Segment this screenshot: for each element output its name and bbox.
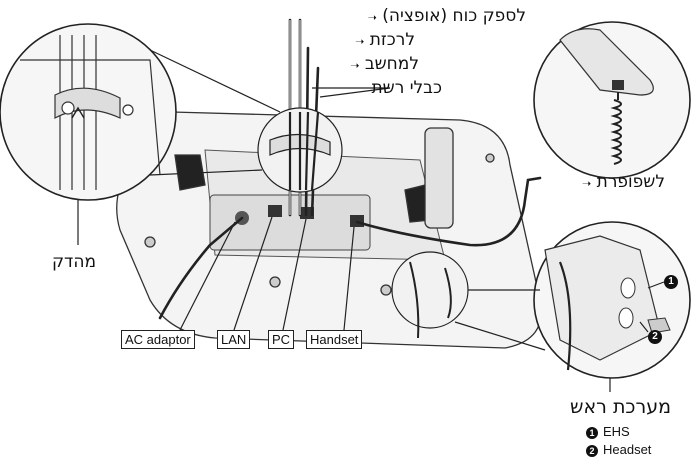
label-to-handset: לשפופרת ➝ — [582, 172, 665, 192]
label-headset-system: מערכת ראש — [570, 396, 671, 418]
arrow-icon: ➝ — [350, 59, 360, 72]
zoom-headset-source — [391, 251, 546, 351]
legend-text: Headset — [603, 442, 652, 457]
zoom-clip-detail — [0, 23, 177, 201]
label-to-computer: למחשב ➝ — [350, 54, 419, 74]
zoom-handset-cord — [533, 21, 691, 179]
legend-number: 1 — [586, 427, 598, 439]
label-clip: מהדק — [52, 252, 96, 272]
lan-jack — [268, 205, 282, 217]
port-label-ac-adaptor: AC adaptor — [121, 330, 195, 349]
label-network-cables: כבלי רשת — [371, 78, 443, 98]
legend-item-ehs: 1 EHS — [586, 424, 630, 439]
legend-text: EHS — [603, 424, 630, 439]
callout-ehs: 1 — [664, 275, 678, 289]
port-label-lan: LAN — [217, 330, 251, 349]
legend-item-headset: 2 Headset — [586, 442, 651, 457]
legend-number: 2 — [586, 445, 598, 457]
arrow-icon: ➝ — [355, 35, 365, 48]
leader-lines — [77, 87, 611, 392]
label-to-switch: לרכזת ➝ — [355, 30, 415, 50]
port-label-handset: Handset — [306, 330, 363, 349]
callout-headset: 2 — [648, 330, 662, 344]
port-label-pc: PC — [268, 330, 295, 349]
zoom-headset-ports — [533, 221, 691, 379]
arrow-icon: ➝ — [582, 177, 592, 190]
phone-base — [116, 111, 542, 349]
arrow-icon: ➝ — [367, 11, 377, 24]
label-power-supply: לספק כוח (אופציה) ➝ — [367, 6, 526, 26]
